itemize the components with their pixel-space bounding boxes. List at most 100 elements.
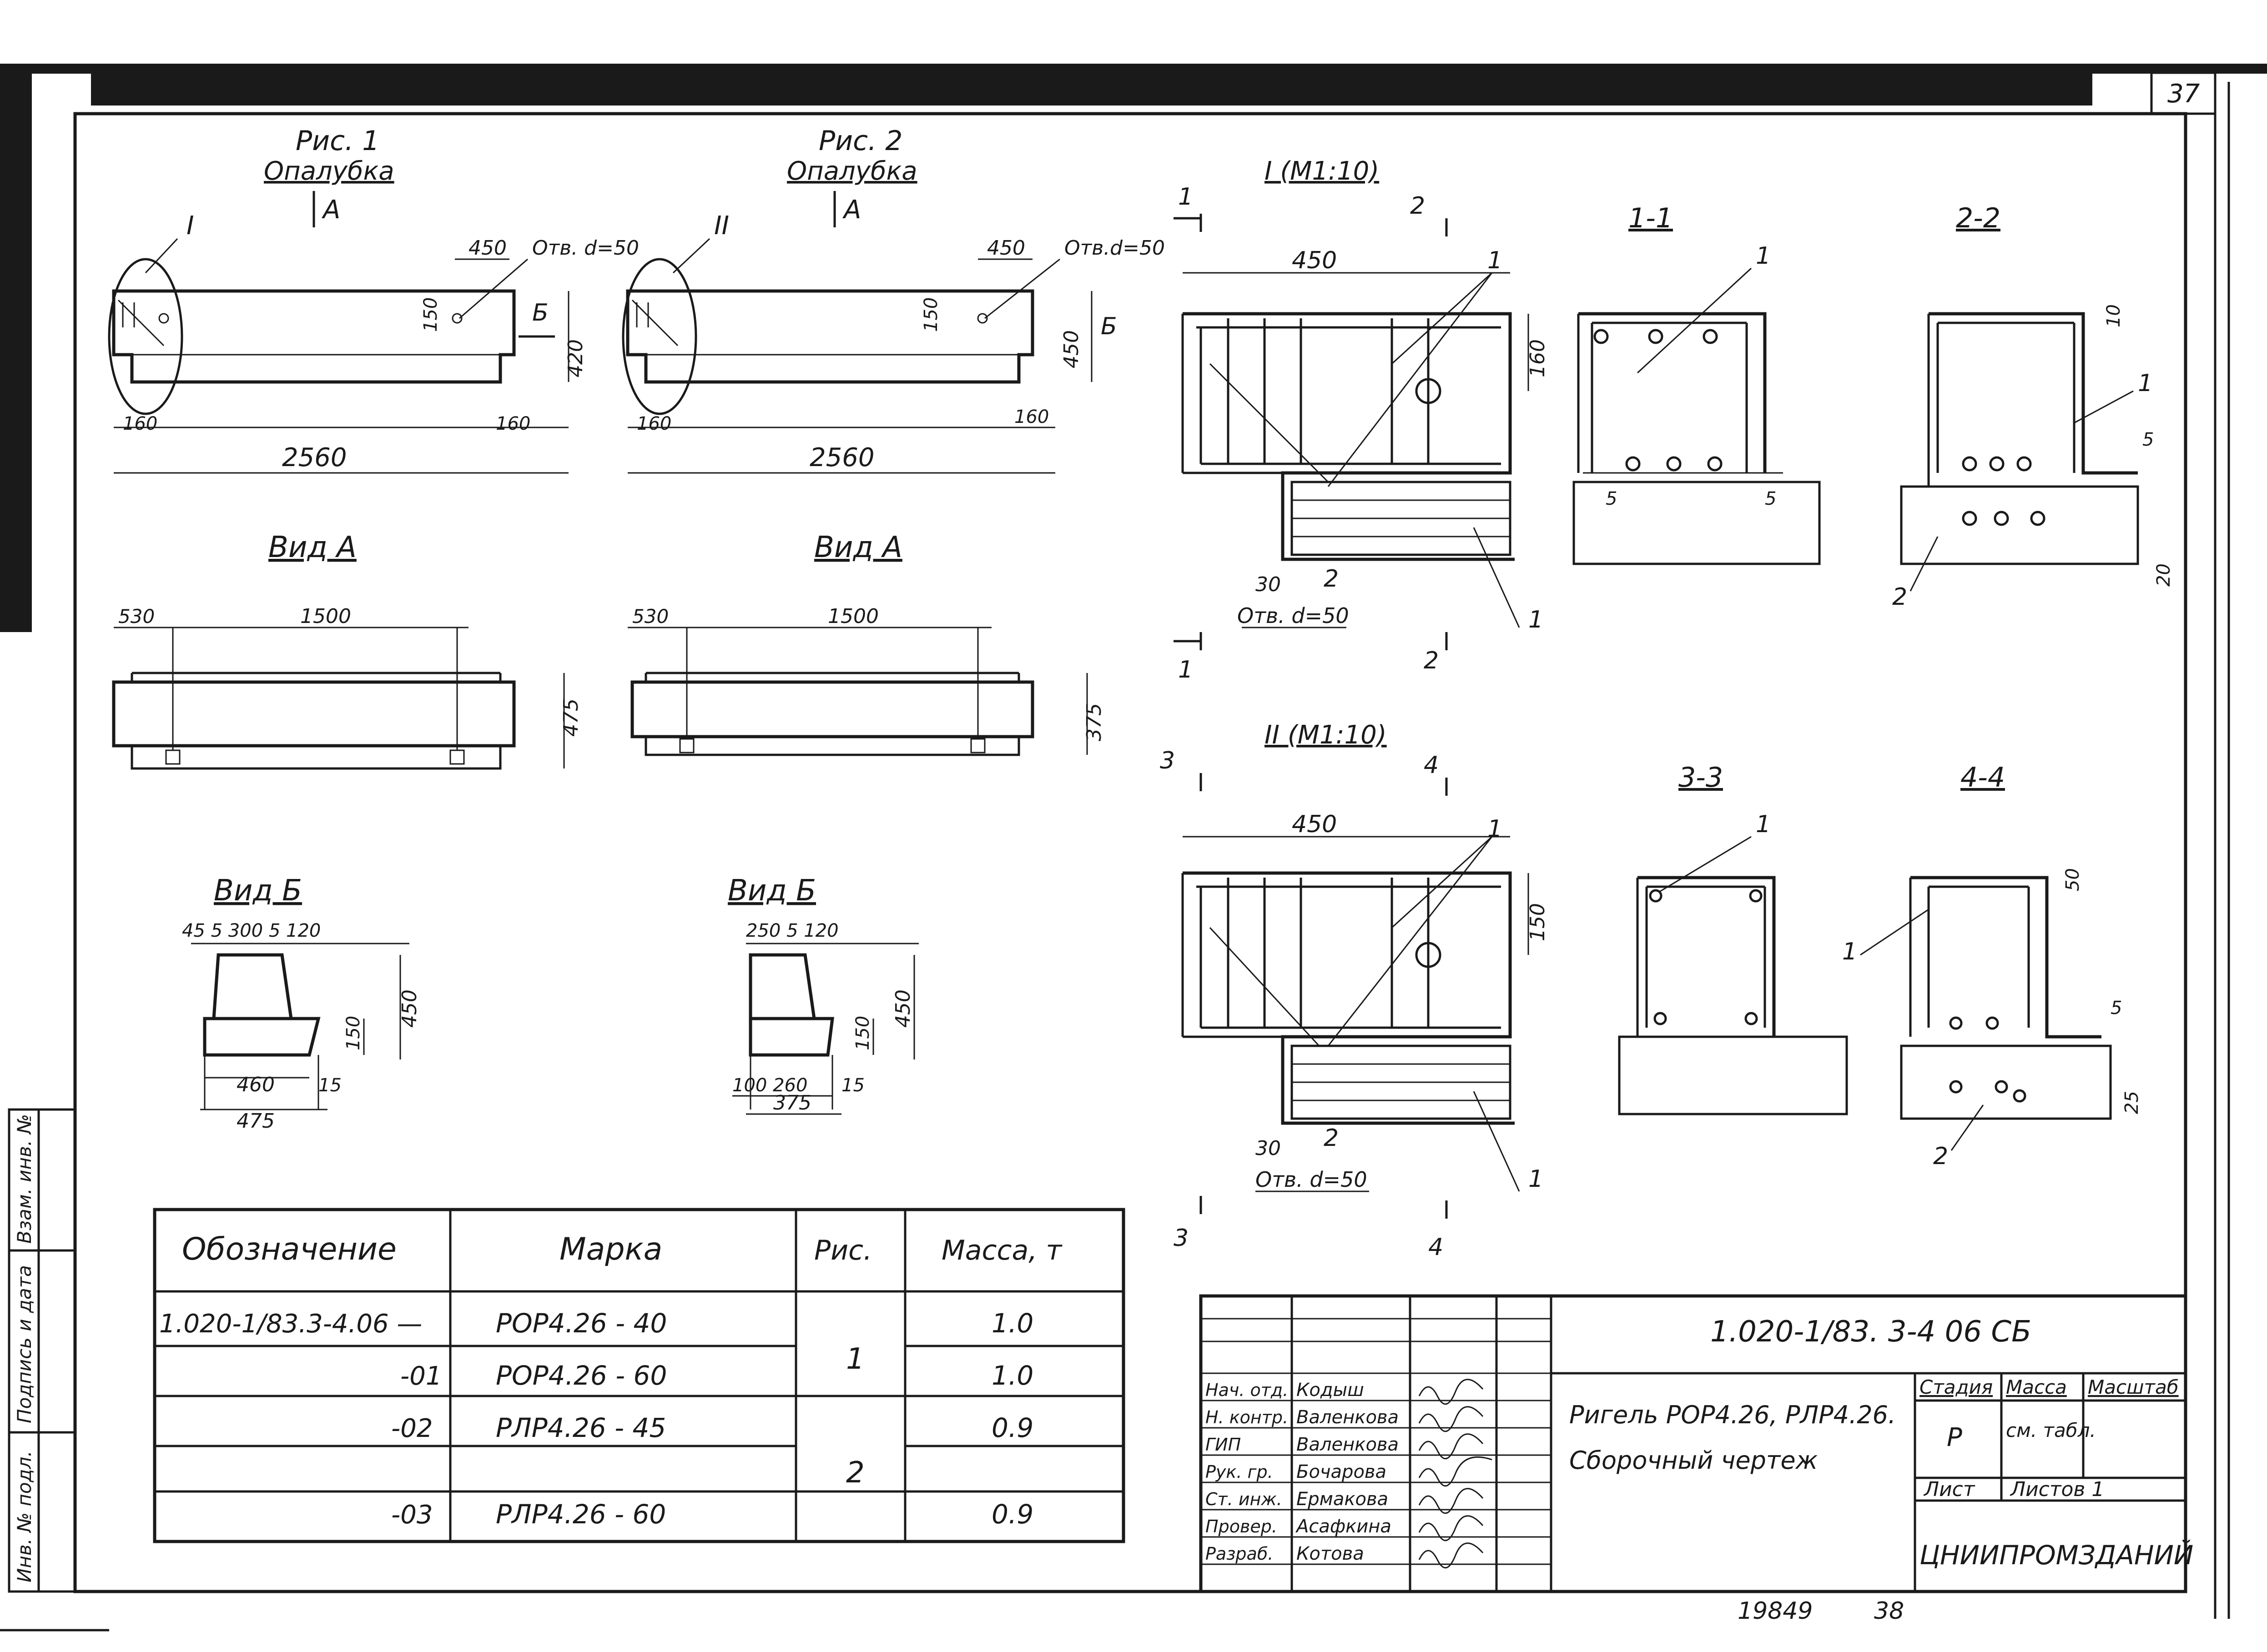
detail2-pos-1-bottom: 1	[1528, 1165, 1543, 1193]
spec-fig-1: 1	[846, 1342, 865, 1376]
spec-row-2-mass: 0.9	[992, 1412, 1033, 1443]
section-11-title: 1-1	[1628, 202, 1673, 234]
spec-row-1-mark: РОР4.26 - 60	[496, 1360, 667, 1391]
fig2-dim-450-vertical: 450	[1060, 330, 1083, 368]
section-22-dim-5: 5	[2142, 429, 2154, 450]
detail2-dim-150: 150	[1526, 903, 1549, 941]
title-block-doc-type: Сборочный чертеж	[1569, 1446, 1818, 1475]
section-22-pos-2: 2	[1892, 583, 1907, 611]
fig2-dim-150: 150	[921, 297, 942, 332]
detail1-pos-1-bottom: 1	[1528, 606, 1543, 633]
detail-2: II (М1:10) 3 4 450 1 150 30 2 Отв. d=50 …	[1160, 720, 1549, 1261]
spec-row-2-designation: -02	[391, 1414, 433, 1443]
spec-table: Обозначение Марка Рис. Масса, т 1.020-1/…	[153, 1208, 1125, 1543]
view-a2-dim-530: 530	[632, 605, 669, 628]
view-b2-dim-150: 150	[852, 1016, 873, 1050]
section-44-dim-5: 5	[2111, 998, 2122, 1019]
view-b1-dim-450: 450	[398, 989, 421, 1028]
section-44-pos-1: 1	[1842, 938, 1857, 965]
detail2-pos-2: 2	[1324, 1125, 1339, 1152]
view-b1-title: Вид Б	[214, 874, 302, 908]
stage-label: Стадия	[1919, 1376, 1993, 1398]
section-22-title: 2-2	[1956, 202, 2000, 234]
mass-label: Масса	[2006, 1376, 2067, 1398]
scale-label: Масштаб	[2088, 1376, 2179, 1398]
page-number: 37	[2167, 79, 2200, 109]
view-b1-dim-15: 15	[318, 1075, 342, 1096]
fig1-dim-150: 150	[420, 297, 441, 332]
spec-header-mark: Марка	[559, 1231, 662, 1267]
fig2-dim-160-right: 160	[1014, 407, 1049, 427]
view-a2-title: Вид А	[814, 531, 902, 564]
section-2-2: 2-2 1 2 10 5 20	[1892, 202, 2174, 611]
signer-name-2: Валенкова	[1296, 1434, 1399, 1455]
fig2-dim-160-left: 160	[637, 413, 671, 434]
detail2-cut-4-top: 4	[1424, 752, 1439, 779]
fig2-length: 2560	[810, 443, 875, 472]
detail1-pos-1-top: 1	[1487, 247, 1502, 274]
detail-1: I (М1:10) 1 2 450 1 160 30 2 Отв. d=50	[1174, 156, 1549, 683]
spec-fig-2: 2	[846, 1456, 865, 1490]
view-a1-title: Вид А	[268, 531, 357, 564]
section-22-pos-1: 1	[2138, 370, 2153, 397]
detail1-cut-1-top: 1	[1178, 183, 1193, 211]
view-a1-dim-1500: 1500	[300, 605, 351, 628]
signer-name-3: Бочарова	[1296, 1461, 1386, 1482]
signatures	[1418, 1379, 1492, 1569]
fig2-formwork: Рис. 2 Опалубка А II 450 Отв.d=50 150 45…	[622, 125, 1165, 474]
detail1-cut-2-bottom: 2	[1424, 647, 1439, 674]
section-22-dim-20: 20	[2153, 563, 2174, 587]
view-a2-dim-1500: 1500	[828, 605, 879, 628]
detail1-dim-450: 450	[1292, 247, 1337, 274]
view-a-1: Вид А 530 1500 475	[112, 531, 583, 770]
view-b2-bottom-dims: 100 260	[732, 1075, 807, 1096]
fig2-view-arrow: А	[842, 195, 861, 225]
detail1-dim-30: 30	[1255, 573, 1281, 596]
drawing-frame	[73, 71, 2230, 1619]
detail1-hole-label: Отв. d=50	[1237, 603, 1349, 628]
stage-value: Р	[1947, 1423, 1962, 1452]
section-22-dim-10: 10	[2103, 304, 2124, 327]
fig1-dim-160-left: 160	[123, 413, 157, 434]
spec-row-3-mark: РЛР4.26 - 60	[496, 1499, 666, 1530]
fig1-formwork: Рис. 1 Опалубка А I 450 Отв. d=50 150 42…	[108, 125, 639, 474]
signer-name-5: Асафкина	[1295, 1516, 1391, 1537]
fig2-subtitle: Опалубка	[787, 156, 917, 186]
view-a1-dim-530: 530	[118, 605, 155, 628]
fig1-hole-label: Отв. d=50	[532, 236, 639, 260]
fig1-title: Рис. 1	[296, 125, 379, 157]
detail1-pos-2: 2	[1324, 565, 1339, 593]
section-44-dim-25: 25	[2121, 1091, 2142, 1114]
sheet-label: Лист	[1923, 1478, 1975, 1501]
spec-row-0-designation: 1.020-1/83.3-4.06 —	[159, 1309, 422, 1339]
spec-row-0-mass: 1.0	[992, 1308, 1033, 1339]
spec-header-mass: Масса, т	[942, 1235, 1063, 1266]
fig1-dim-450: 450	[469, 236, 507, 260]
section-11-pos-1: 1	[1756, 242, 1771, 270]
organization: ЦНИИПРОМЗДАНИЙ	[1919, 1539, 2193, 1571]
signer-role-6: Разраб.	[1205, 1544, 1273, 1564]
side-stamp: Инв. № подл. Подпись и дата Взам. инв. №	[8, 1108, 76, 1593]
detail1-title: I (М1:10)	[1264, 156, 1379, 186]
detail2-dim-450: 450	[1292, 811, 1337, 838]
title-block: 1.020-1/83. 3-4 06 СБ Ригель РОР4.26, РЛ…	[1199, 1294, 2193, 1593]
spec-row-3-designation: -03	[391, 1500, 433, 1530]
signer-role-1: Н. контр.	[1205, 1407, 1288, 1427]
detail2-hole-label: Отв. d=50	[1255, 1167, 1367, 1192]
section-11-dim-5b: 5	[1765, 488, 1776, 509]
section-3-3: 3-3 1	[1618, 762, 1848, 1115]
signer-role-5: Провер.	[1205, 1516, 1277, 1537]
signer-name-6: Котова	[1296, 1543, 1364, 1564]
view-b1-dim-460: 460	[237, 1073, 275, 1096]
view-b2-dim-450: 450	[892, 989, 915, 1028]
sheets-label: Листов 1	[2010, 1478, 2104, 1501]
signer-name-4: Ермакова	[1296, 1489, 1388, 1510]
detail2-dim-30: 30	[1255, 1137, 1281, 1160]
mass-value: см. табл.	[2006, 1419, 2096, 1441]
detail1-cut-1-bottom: 1	[1178, 656, 1193, 683]
detail2-title: II (М1:10)	[1264, 720, 1387, 750]
view-b2-top-dims: 250 5 120	[746, 920, 839, 941]
signer-role-4: Ст. инж.	[1205, 1489, 1282, 1509]
detail2-cut-3-bottom: 3	[1174, 1225, 1189, 1252]
section-44-dim-50: 50	[2062, 868, 2083, 891]
